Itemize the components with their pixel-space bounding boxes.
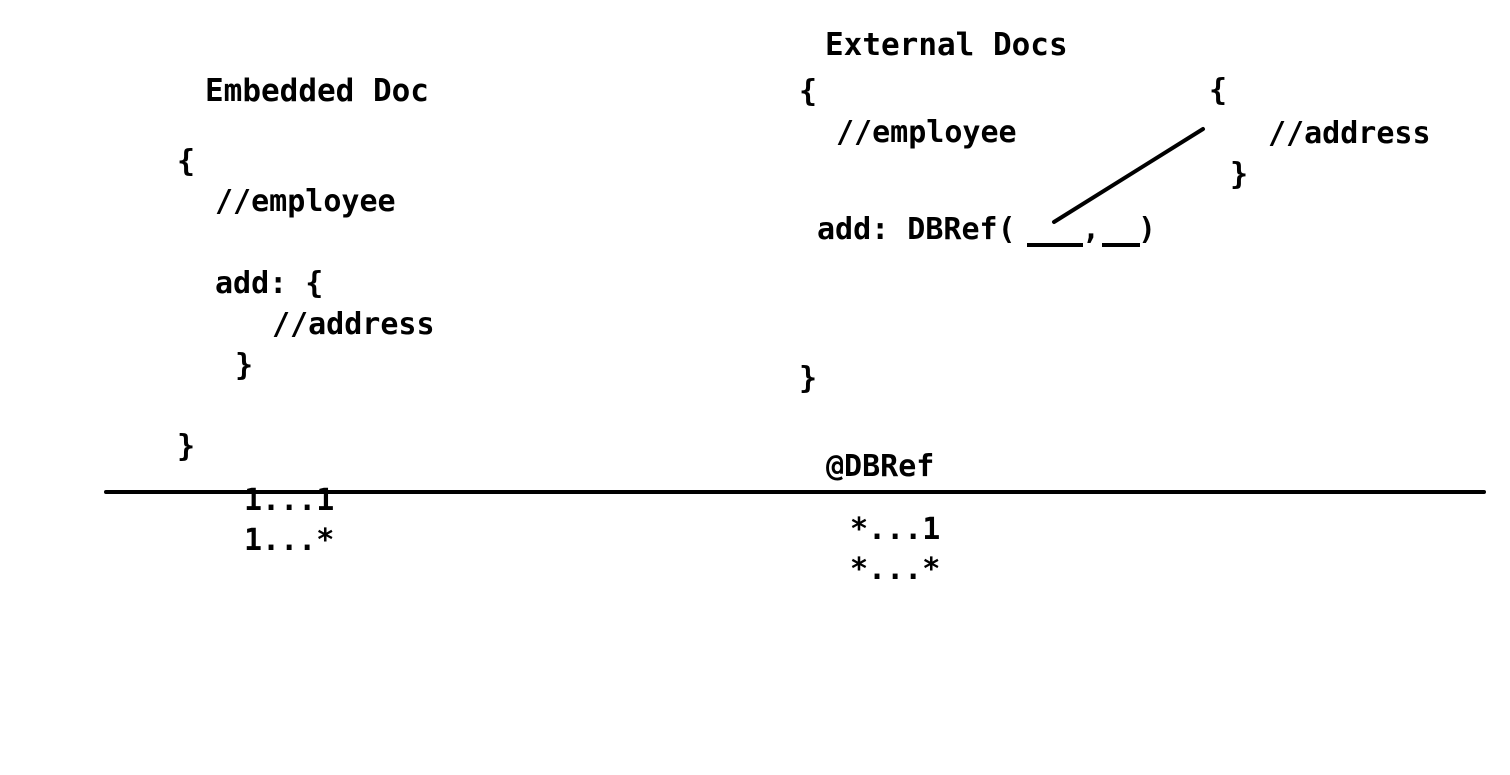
external-cardinality-many-to-many: *...* — [850, 552, 941, 587]
external-address-close-brace: } — [1230, 157, 1249, 192]
external-employee-close-brace: } — [799, 361, 818, 396]
external-docs-title: External Docs — [825, 27, 1068, 63]
dbref-annotation: @DBRef — [826, 449, 935, 484]
external-address-open-brace: { — [1209, 73, 1228, 108]
external-add-comma: , — [1082, 212, 1101, 247]
embedded-close-brace: } — [177, 429, 196, 464]
embedded-add-label: add: { — [215, 266, 324, 301]
external-address-comment: //address — [1268, 116, 1431, 151]
dbref-collection-blank — [1027, 243, 1083, 247]
embedded-doc-title: Embedded Doc — [205, 73, 429, 109]
embedded-cardinality-one-to-many: 1...* — [244, 523, 335, 558]
external-add-suffix: ) — [1138, 212, 1157, 247]
embedded-employee-comment: //employee — [215, 184, 396, 219]
external-cardinality-many-to-one: *...1 — [850, 512, 941, 547]
embedded-inner-close-brace: } — [235, 348, 254, 383]
external-add-prefix: add: DBRef( — [817, 212, 1016, 247]
embedded-address-comment: //address — [272, 307, 435, 342]
embedded-open-brace: { — [177, 144, 196, 179]
dbref-connector-line — [1052, 127, 1205, 224]
external-employee-open-brace: { — [799, 74, 818, 109]
dbref-id-blank — [1102, 243, 1140, 247]
external-employee-comment: //employee — [836, 115, 1017, 150]
embedded-cardinality-one-to-one: 1...1 — [244, 483, 335, 518]
